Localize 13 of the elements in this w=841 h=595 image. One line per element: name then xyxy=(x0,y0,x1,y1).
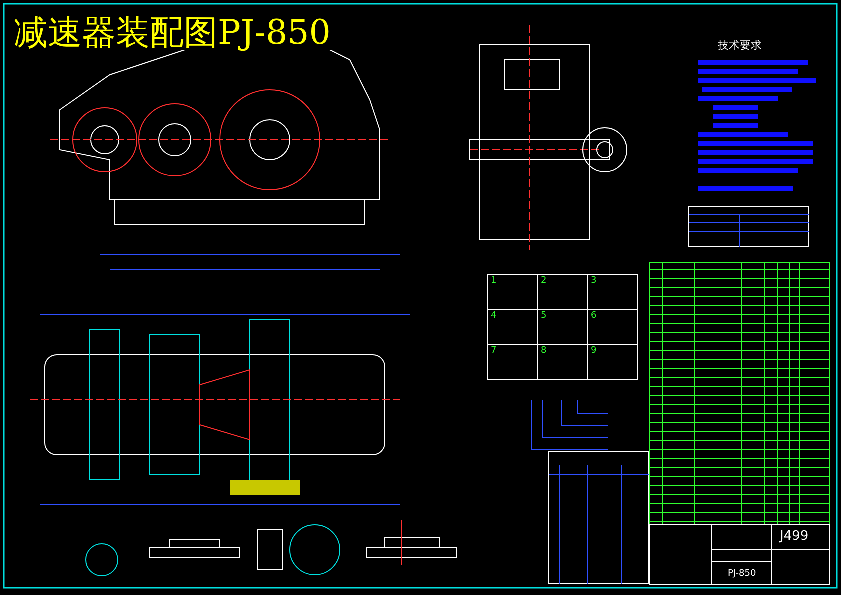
layout-number: 1 xyxy=(491,277,497,286)
drawing-title: 减速器装配图PJ-850 xyxy=(14,16,331,50)
layout-number: 2 xyxy=(541,277,547,286)
layout-number: 8 xyxy=(541,347,547,356)
model-number: PJ-850 xyxy=(728,570,756,579)
drawing-number: J499 xyxy=(780,530,809,543)
layout-number: 6 xyxy=(591,312,597,321)
layout-number: 9 xyxy=(591,347,597,356)
layout-number: 4 xyxy=(491,312,497,321)
layout-number: 3 xyxy=(591,277,597,286)
section-heading: 技术要求 xyxy=(718,40,762,51)
layout-number: 7 xyxy=(491,347,497,356)
layout-number: 5 xyxy=(541,312,547,321)
